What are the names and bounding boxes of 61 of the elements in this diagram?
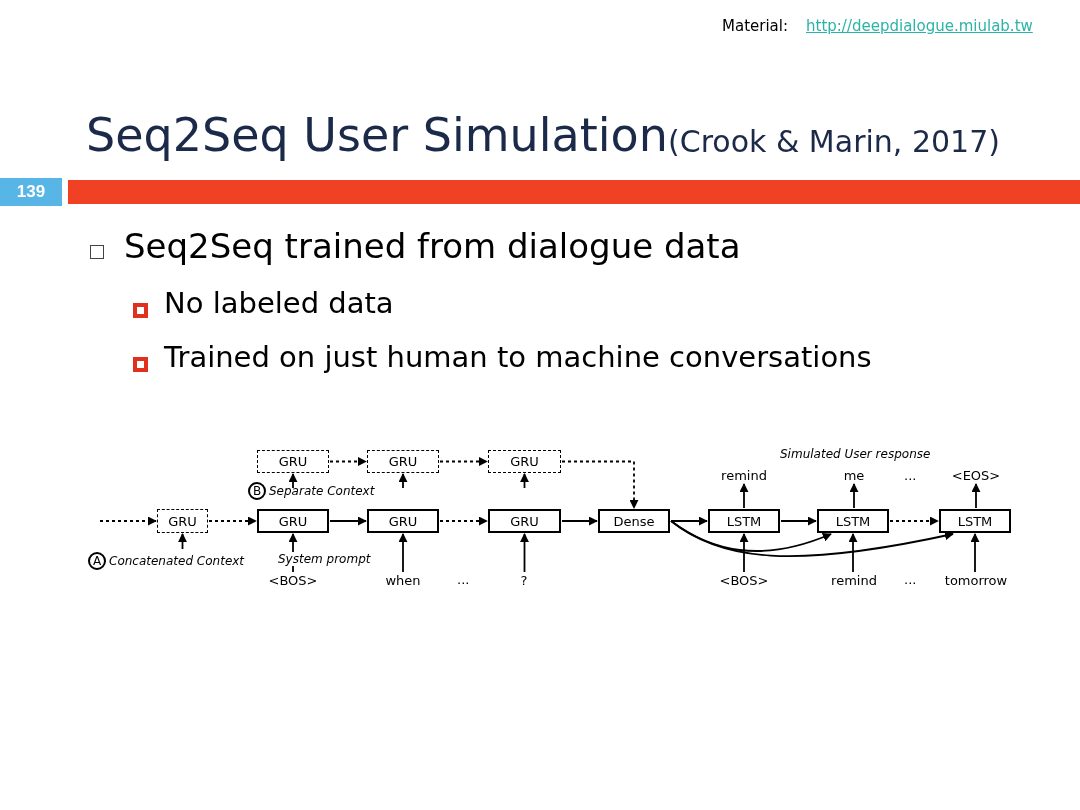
network-cell-box: GRU bbox=[257, 509, 329, 533]
token-label: remind bbox=[721, 468, 767, 483]
network-cell-box: GRU bbox=[257, 450, 329, 473]
arrow bbox=[439, 457, 488, 466]
token-label: <BOS> bbox=[268, 573, 318, 588]
caption-text: Simulated User response bbox=[780, 447, 931, 461]
arrow bbox=[398, 473, 408, 489]
arrow bbox=[670, 520, 954, 558]
slide-title: Seq2Seq User Simulation bbox=[86, 108, 668, 162]
letter-badge: A bbox=[88, 552, 106, 570]
ellipsis: ... bbox=[904, 468, 917, 483]
token-label: remind bbox=[831, 573, 877, 588]
network-cell-box: GRU bbox=[367, 450, 439, 473]
arrow bbox=[288, 473, 298, 489]
arrow bbox=[739, 533, 749, 573]
arrow bbox=[398, 533, 408, 573]
context-caption: Separate Context bbox=[269, 484, 375, 498]
source-label: Material: bbox=[722, 17, 788, 35]
token-label: ? bbox=[520, 573, 528, 588]
arrow bbox=[439, 516, 488, 526]
network-cell-box: LSTM bbox=[708, 509, 780, 533]
token-label: <BOS> bbox=[719, 573, 769, 588]
arrow bbox=[849, 483, 859, 509]
citation-text: (Crook & Marin, 2017) bbox=[668, 124, 1000, 159]
network-cell-box: GRU bbox=[488, 450, 561, 473]
arrow bbox=[561, 460, 639, 509]
source-link: http://deepdialogue.miulab.tw bbox=[806, 17, 1033, 35]
arrow bbox=[178, 533, 187, 550]
arrow bbox=[329, 457, 367, 466]
arrow bbox=[561, 516, 598, 526]
arrow bbox=[670, 516, 708, 526]
arrow bbox=[520, 533, 529, 573]
context-caption: Concatenated Context bbox=[109, 554, 245, 568]
caption-text: System prompt bbox=[278, 552, 371, 566]
arrow bbox=[329, 516, 367, 526]
arrow bbox=[889, 516, 939, 526]
network-cell-box: LSTM bbox=[817, 509, 889, 533]
arrow bbox=[99, 516, 157, 526]
bullet-text: Trained on just human to machine conversations bbox=[164, 340, 872, 374]
arrow bbox=[208, 516, 257, 526]
network-cell-box: Dense bbox=[598, 509, 670, 533]
token-label: when bbox=[385, 573, 421, 588]
arrow bbox=[971, 483, 981, 509]
token-label: tomorrow bbox=[944, 573, 1008, 588]
network-cell-box: GRU bbox=[157, 509, 208, 533]
slide-number: 139 bbox=[0, 178, 62, 206]
letter-badge: B bbox=[248, 482, 266, 500]
network-cell-box: GRU bbox=[367, 509, 439, 533]
token-label: me bbox=[843, 468, 865, 483]
bullet-text: Seq2Seq trained from dialogue data bbox=[124, 226, 741, 266]
ellipsis: ... bbox=[904, 572, 917, 587]
network-cell-box: LSTM bbox=[939, 509, 1011, 533]
arrow bbox=[848, 533, 858, 573]
arrow bbox=[520, 473, 529, 489]
arrow bbox=[739, 483, 749, 509]
bullet-text: No labeled data bbox=[164, 286, 394, 320]
arrow bbox=[780, 516, 817, 526]
arrow bbox=[970, 533, 980, 573]
token-label: <EOS> bbox=[951, 468, 1001, 483]
ellipsis: ... bbox=[457, 572, 470, 587]
network-cell-box: GRU bbox=[488, 509, 561, 533]
